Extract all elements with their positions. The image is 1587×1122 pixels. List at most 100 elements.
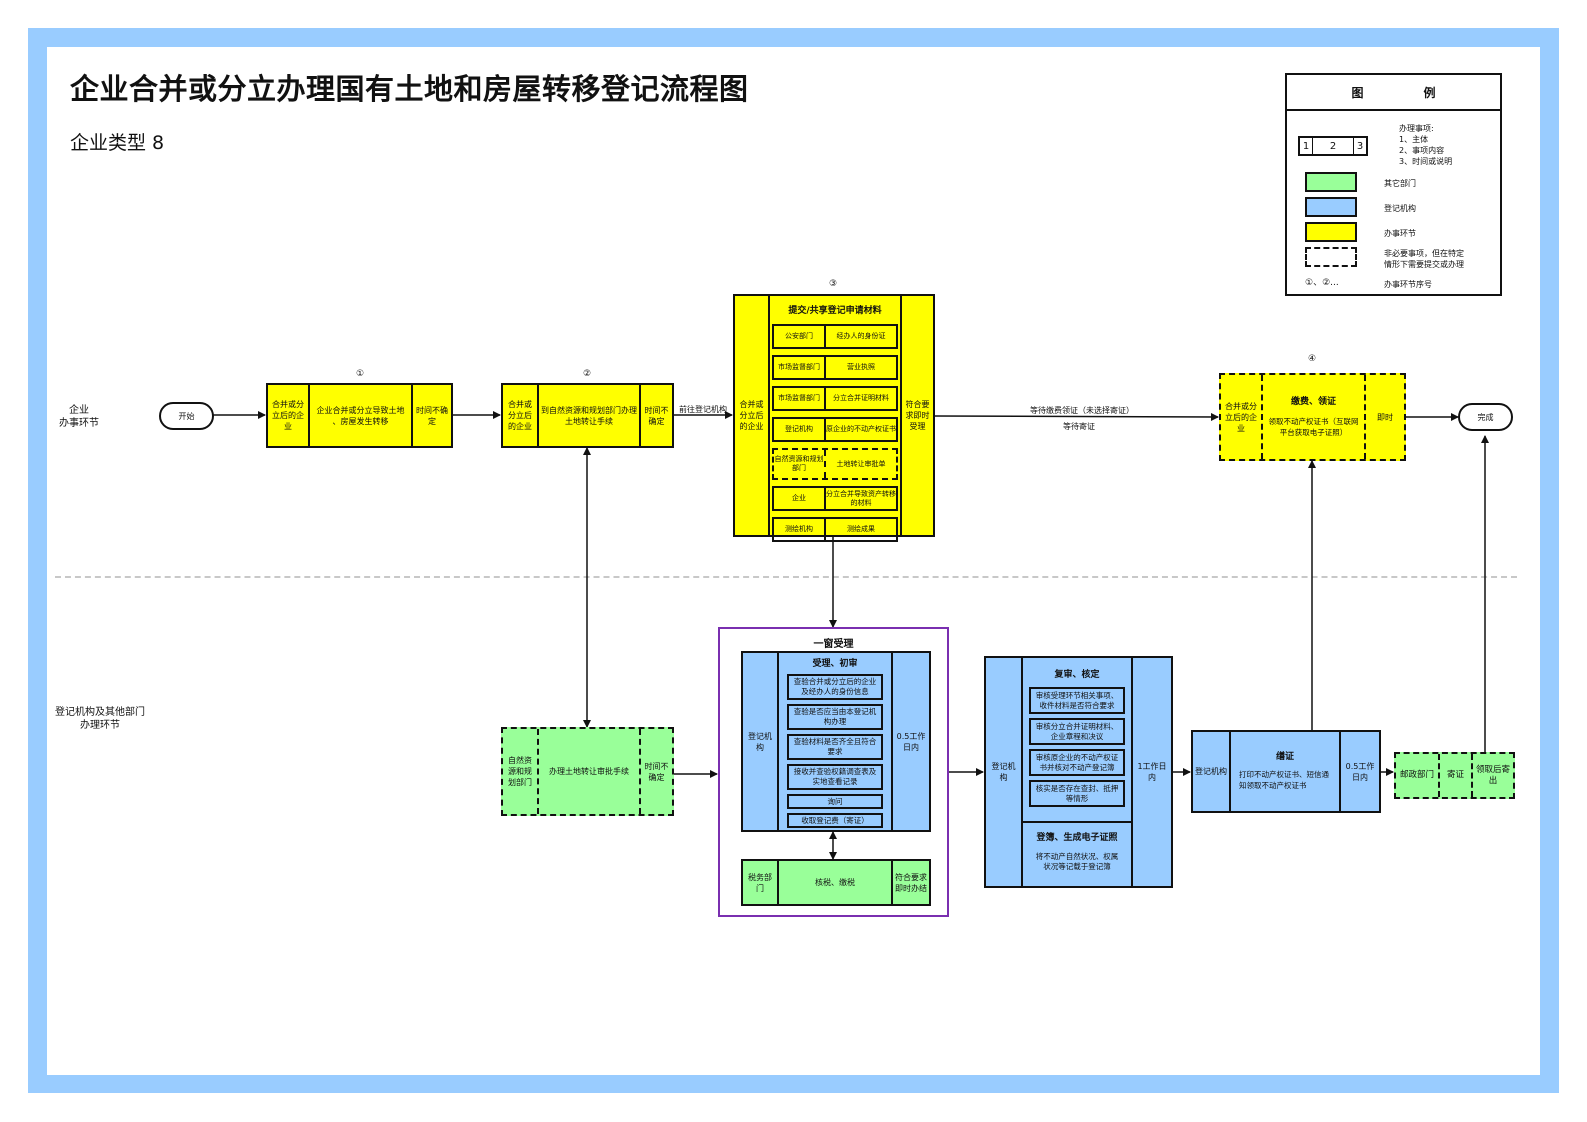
legend-sample-box: 1 2 3 (1298, 136, 1368, 156)
review-item: 审核分立合并证明材料、企业章程和决议 (1029, 718, 1125, 745)
legend-head-right: 例 (1423, 85, 1436, 100)
step-1-time: 时间不确定 (411, 385, 451, 446)
edge-label-to-registry: 前往登记机构 (679, 405, 727, 414)
one-window-group: 一窗受理 (718, 627, 949, 917)
accept-item: 收取登记费（寄证） (787, 813, 883, 828)
record-section: 登簿、生成电子证照 将不动产自然状况、权属状况等记载于登记簿 (1023, 823, 1131, 872)
review-heading: 复审、核定 (1054, 670, 1100, 680)
tax-box: 税务部门 核税、缴税 符合要求即时办结 (741, 859, 931, 906)
review-box: 登记机构 复审、核定 审核受理环节相关事项、收件材料是否符合要求审核分立合并证明… (984, 656, 1173, 888)
edge-label-wait-fee: 等待缴费领证（未选择寄证） (1030, 406, 1134, 415)
legend-swatch-blue (1305, 197, 1357, 217)
postal-content: 寄证 (1438, 754, 1471, 797)
material-doc: 分立合并导致资产转移的材料 (825, 489, 896, 507)
lane-label-line: 办事环节 (59, 418, 99, 429)
step-2-time: 时间不确定 (639, 385, 672, 446)
certificate-time: 0.5工作日内 (1339, 732, 1379, 811)
material-dept: 企业 (774, 488, 826, 509)
legend-swatch-green (1305, 172, 1357, 192)
accept-item: 查验合并或分立后的企业及经办人的身份信息 (787, 674, 883, 700)
step-4-time: 即时 (1364, 375, 1404, 459)
material-row: 公安部门 经办人的身份证 (771, 324, 898, 349)
land-transfer-subject: 自然资源和规划部门 (508, 756, 532, 787)
material-doc: 土地转让审批单 (836, 459, 886, 468)
material-row: 登记机构原企业的不动产权证书 (771, 417, 898, 442)
postal-box: 邮政部门 寄证 领取后寄出 (1394, 752, 1515, 799)
step-1-box: 合并或分立后的企业 企业合并或分立导致土地 、房屋发生转移 时间不确定 (266, 383, 453, 448)
edge-label-wait-mail: 等待寄证 (1063, 422, 1095, 431)
legend-optional: 非必要事项，但在特定 情形下需要提交或办理 (1384, 248, 1464, 270)
step-1-subject: 合并或分立后的企业 (272, 400, 304, 431)
material-row: 市场监督部门营业执照 (771, 355, 898, 380)
accept-item: 查验材料是否齐全且符合要求 (787, 734, 883, 760)
land-transfer-content: 办理土地转让审批手续 (537, 729, 639, 814)
review-time: 1工作日内 (1131, 658, 1171, 886)
step-4-content: 领取不动产权证书（互联网平台获取电子证照） (1268, 416, 1359, 437)
certificate-box: 登记机构 缮证 打印不动产权证书、短信通知领取不动产权证书 0.5工作日内 (1191, 730, 1381, 813)
review-items: 审核受理环节相关事项、收件材料是否符合要求审核分立合并证明材料、企业章程和决议审… (1023, 687, 1131, 807)
legend-line: 情形下需要提交或办理 (1384, 260, 1464, 269)
material-dept: 登记机构 (774, 419, 826, 440)
legend: 图 例 1 2 3 办理事项: 1、主体 2、事项内容 3、时间或说明 其它部门… (1285, 73, 1502, 296)
material-doc: 分立合并证明材料 (832, 394, 889, 402)
review-main: 复审、核定 审核受理环节相关事项、收件材料是否符合要求审核分立合并证明材料、企业… (1021, 658, 1131, 886)
end-node: 完成 (1458, 403, 1513, 431)
review-subject: 登记机构 (991, 762, 1016, 782)
step-3-time: 符合要求即时受理 (899, 296, 933, 535)
step-2-subject: 合并或分立后的企业 (508, 400, 532, 431)
accept-subject: 登记机构 (748, 731, 772, 752)
legend-other-dept: 其它部门 (1384, 179, 1416, 188)
accept-item: 接收并查验权籍调查表及实地查看记录 (787, 764, 883, 790)
lane-label-line: 企业 (69, 405, 89, 416)
legend-line: 办理事项: (1399, 124, 1434, 133)
certificate-content: 打印不动产权证书、短信通知领取不动产权证书 (1239, 770, 1329, 790)
step-3-box: 合并或分立后的企业 提交/共享登记申请材料 公安部门经办人的身份证市场监督部门营… (733, 294, 935, 542)
material-dept: 自然资源和规划部门 (774, 450, 826, 478)
start-node: 开始 (159, 402, 214, 430)
legend-line: 非必要事项，但在特定 (1384, 249, 1464, 258)
legend-header: 图 例 (1287, 75, 1500, 111)
lane-separator (55, 576, 1517, 578)
accept-item: 查验是否应当由本登记机构办理 (787, 704, 883, 730)
legend-sample-cell: 2 (1313, 138, 1354, 154)
legend-sample-cell: 1 (1300, 138, 1313, 154)
step-4-main: 缴费、领证 领取不动产权证书（互联网平台获取电子证照） (1261, 375, 1364, 459)
accept-box: 登记机构 受理、初审 查验合并或分立后的企业及经办人的身份信息查验是否应当由本登… (741, 651, 931, 832)
certificate-subject: 登记机构 (1195, 767, 1227, 776)
step-4-box: 合并或分立后的企业 缴费、领证 领取不动产权证书（互联网平台获取电子证照） 即时 (1219, 373, 1406, 461)
accept-heading: 受理、初审 (812, 659, 858, 669)
material-doc: 经办人的身份证 (836, 332, 886, 340)
material-row: 市场监督部门分立合并证明材料 (771, 386, 898, 411)
step-1-content: 企业合并或分立导致土地 、房屋发生转移 (308, 385, 411, 446)
accept-time: 0.5工作日内 (891, 653, 929, 830)
material-row: 自然资源和规划部门 土地转让审批单 (771, 448, 898, 480)
legend-line: 1、主体 (1399, 135, 1429, 144)
step-3-subject: 合并或分立后的企业 (739, 400, 764, 431)
material-row: 企业分立合并导致资产转移的材料 (771, 486, 898, 511)
legend-seq-desc: 办事环节序号 (1384, 280, 1432, 289)
legend-registry: 登记机构 (1384, 204, 1416, 213)
step-number-4: ④ (1307, 354, 1317, 364)
tax-content: 核税、缴税 (777, 861, 891, 904)
step-4-subject: 合并或分立后的企业 (1225, 401, 1257, 433)
land-transfer-box: 自然资源和规划部门 办理土地转让审批手续 时间不确定 (501, 727, 674, 816)
material-doc: 测绘成果 (846, 525, 875, 533)
accept-main: 受理、初审 查验合并或分立后的企业及经办人的身份信息查验是否应当由本登记机构办理… (777, 653, 891, 830)
accept-item: 询问 (787, 794, 883, 809)
legend-step: 办事环节 (1384, 229, 1416, 238)
legend-sample-cell: 3 (1356, 140, 1364, 152)
material-dept: 市场监督部门 (774, 357, 826, 378)
certificate-heading: 缮证 (1275, 752, 1294, 762)
lane-label-enterprise: 企业 办事环节 (48, 404, 110, 430)
land-transfer-time: 时间不确定 (639, 729, 672, 814)
lane-label-agency: 登记机构及其他部门 办理环节 (55, 706, 145, 732)
materials-list: 公安部门经办人的身份证市场监督部门营业执照市场监督部门分立合并证明材料登记机构原… (771, 324, 898, 548)
legend-swatch-yellow (1305, 222, 1357, 242)
legend-swatch-dashed (1305, 247, 1357, 267)
record-heading: 登簿、生成电子证照 (1036, 833, 1118, 843)
material-dept: 公安部门 (774, 326, 826, 347)
review-section: 复审、核定 审核受理环节相关事项、收件材料是否符合要求审核分立合并证明材料、企业… (1023, 658, 1131, 823)
postal-subject: 邮政部门 (1399, 770, 1434, 780)
review-item: 核实是否存在查封、抵押等情形 (1029, 780, 1125, 807)
